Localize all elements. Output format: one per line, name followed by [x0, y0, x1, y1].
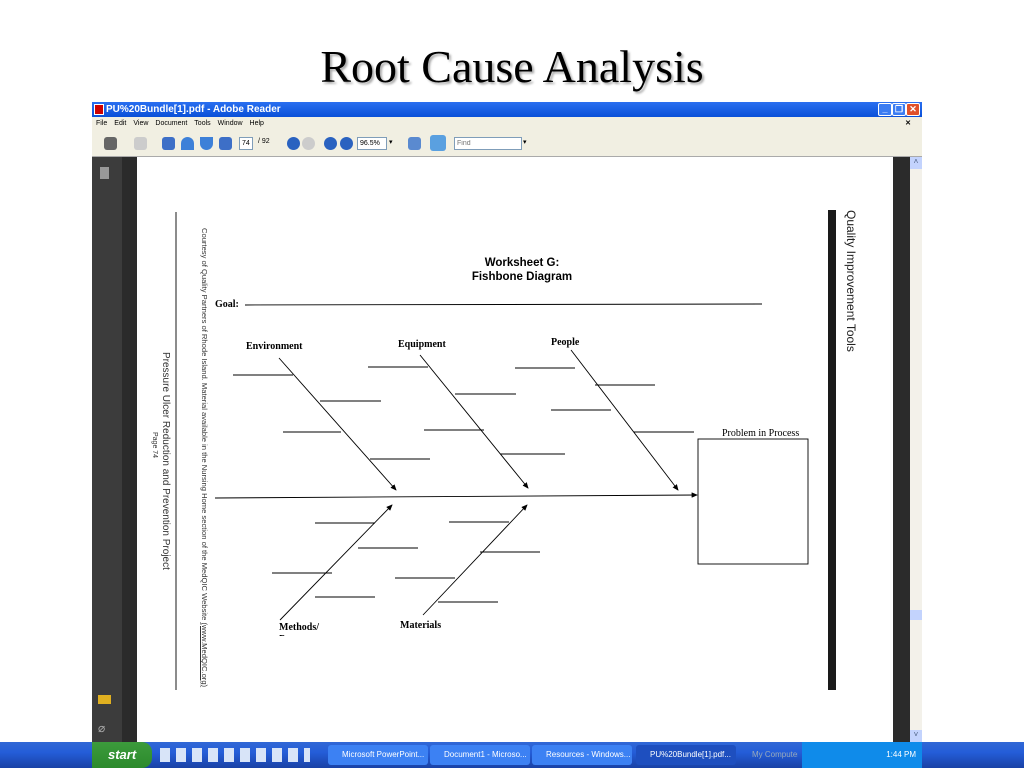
- heading-line-2: Fishbone Diagram: [471, 271, 573, 283]
- scroll-thumb[interactable]: [910, 610, 922, 620]
- label-people: People: [551, 337, 580, 348]
- maximize-button[interactable]: ❐: [892, 103, 906, 116]
- menu-tools[interactable]: Tools: [194, 120, 211, 127]
- page-total: / 92: [258, 138, 270, 145]
- spine-line: [214, 492, 698, 499]
- menu-file[interactable]: File: [96, 120, 108, 127]
- first-page-icon[interactable]: [162, 137, 175, 150]
- system-tray: 1:44 PM: [802, 742, 922, 768]
- side-bar: [828, 210, 836, 690]
- scroll-up-icon[interactable]: ˄: [910, 157, 922, 169]
- courtesy-text: Courtesy of Quality Partners of Rhode Is…: [200, 228, 209, 621]
- zoom-dropdown-icon[interactable]: ▾: [389, 139, 393, 146]
- next-page-icon[interactable]: [200, 137, 213, 150]
- zoom-out-icon[interactable]: [324, 137, 337, 150]
- adobe-reader-window: PU%20Bundle[1].pdf - Adobe Reader _ ❐ ✕ …: [92, 102, 922, 768]
- label-equipment: Equipment: [398, 339, 446, 350]
- problem-label: Problem in Process: [722, 428, 800, 439]
- menu-help[interactable]: Help: [249, 120, 264, 127]
- task-my-computer[interactable]: My Computer: [752, 750, 798, 759]
- bone-environment: [233, 357, 430, 491]
- problem-box: [697, 438, 809, 565]
- goal-line: [244, 303, 763, 306]
- label-materials: Materials: [400, 620, 442, 631]
- page-label: Page 74: [151, 432, 158, 459]
- print-icon[interactable]: [104, 137, 117, 150]
- zoom-in-icon[interactable]: [340, 137, 353, 150]
- task-adobe-reader[interactable]: PU%20Bundle[1].pdf...: [636, 745, 736, 765]
- task-word[interactable]: Document1 - Microso...: [430, 745, 530, 765]
- side-title: Quality Improvement Tools: [844, 210, 858, 352]
- page-number-input[interactable]: 74: [239, 137, 253, 150]
- goal-label: Goal:: [215, 299, 239, 310]
- courtesy-note: Courtesy of Quality Partners of Rhode Is…: [200, 228, 209, 687]
- fit-page-icon[interactable]: [408, 137, 421, 150]
- menu-edit[interactable]: Edit: [114, 120, 127, 127]
- stop-icon[interactable]: [302, 137, 315, 150]
- menu-bar: File Edit View Document Tools Window Help ✕: [92, 117, 922, 130]
- page-gutter: [893, 157, 910, 742]
- zoom-level-input[interactable]: 96.5%: [357, 137, 387, 150]
- task-powerpoint[interactable]: Microsoft PowerPoint...: [328, 745, 428, 765]
- bone-materials: [395, 504, 540, 616]
- play-icon[interactable]: [287, 137, 300, 150]
- find-dropdown-icon[interactable]: ▾: [523, 139, 527, 146]
- quick-launch-icons[interactable]: [160, 748, 310, 762]
- scroll-down-icon[interactable]: ˅: [910, 730, 922, 742]
- navigation-pane: ⌀: [92, 157, 122, 742]
- email-icon[interactable]: [134, 137, 147, 150]
- bone-methods: [272, 504, 418, 621]
- window-title: PU%20Bundle[1].pdf - Adobe Reader: [106, 104, 281, 115]
- clock: 1:44 PM: [886, 750, 916, 759]
- title-bar: PU%20Bundle[1].pdf - Adobe Reader _ ❐ ✕: [92, 102, 922, 117]
- attachment-icon[interactable]: ⌀: [98, 721, 106, 735]
- task-explorer[interactable]: Resources - Windows...: [532, 745, 632, 765]
- find-input[interactable]: [454, 137, 522, 150]
- slide-title: Root Cause Analysis: [320, 41, 704, 92]
- start-button[interactable]: start: [92, 742, 152, 768]
- pdf-page: [137, 157, 893, 742]
- close-button[interactable]: ✕: [906, 103, 920, 116]
- medqic-link[interactable]: (www.MedQIC.org): [200, 622, 209, 688]
- page-gutter: [122, 157, 137, 742]
- bone-people: [515, 349, 694, 491]
- heading-line-1: Worksheet G:: [484, 257, 560, 269]
- bone-equipment: [368, 354, 565, 489]
- worksheet-heading: Worksheet G: Fishbone Diagram: [0, 256, 1024, 284]
- previous-page-icon[interactable]: [181, 137, 194, 150]
- minimize-button[interactable]: _: [878, 103, 892, 116]
- pages-icon[interactable]: [100, 167, 109, 179]
- label-environment: Environment: [246, 341, 303, 352]
- menu-view[interactable]: View: [133, 120, 149, 127]
- menu-document[interactable]: Document: [155, 120, 188, 127]
- label-methods: Methods/ Processes: [279, 622, 319, 636]
- project-title: Pressure Ulcer Reduction and Prevention …: [160, 352, 171, 570]
- vertical-scrollbar[interactable]: ˄ ˅: [910, 157, 922, 742]
- menu-window[interactable]: Window: [217, 120, 243, 127]
- taskbar: start Microsoft PowerPoint... Document1 …: [0, 742, 1024, 768]
- comments-icon[interactable]: [98, 695, 111, 704]
- full-screen-icon[interactable]: [430, 135, 446, 151]
- close-document-icon[interactable]: ✕: [905, 120, 911, 127]
- pdf-icon: [94, 104, 104, 115]
- last-page-icon[interactable]: [219, 137, 232, 150]
- toolbar: 74 / 92 96.5% ▾ ▾: [92, 130, 922, 157]
